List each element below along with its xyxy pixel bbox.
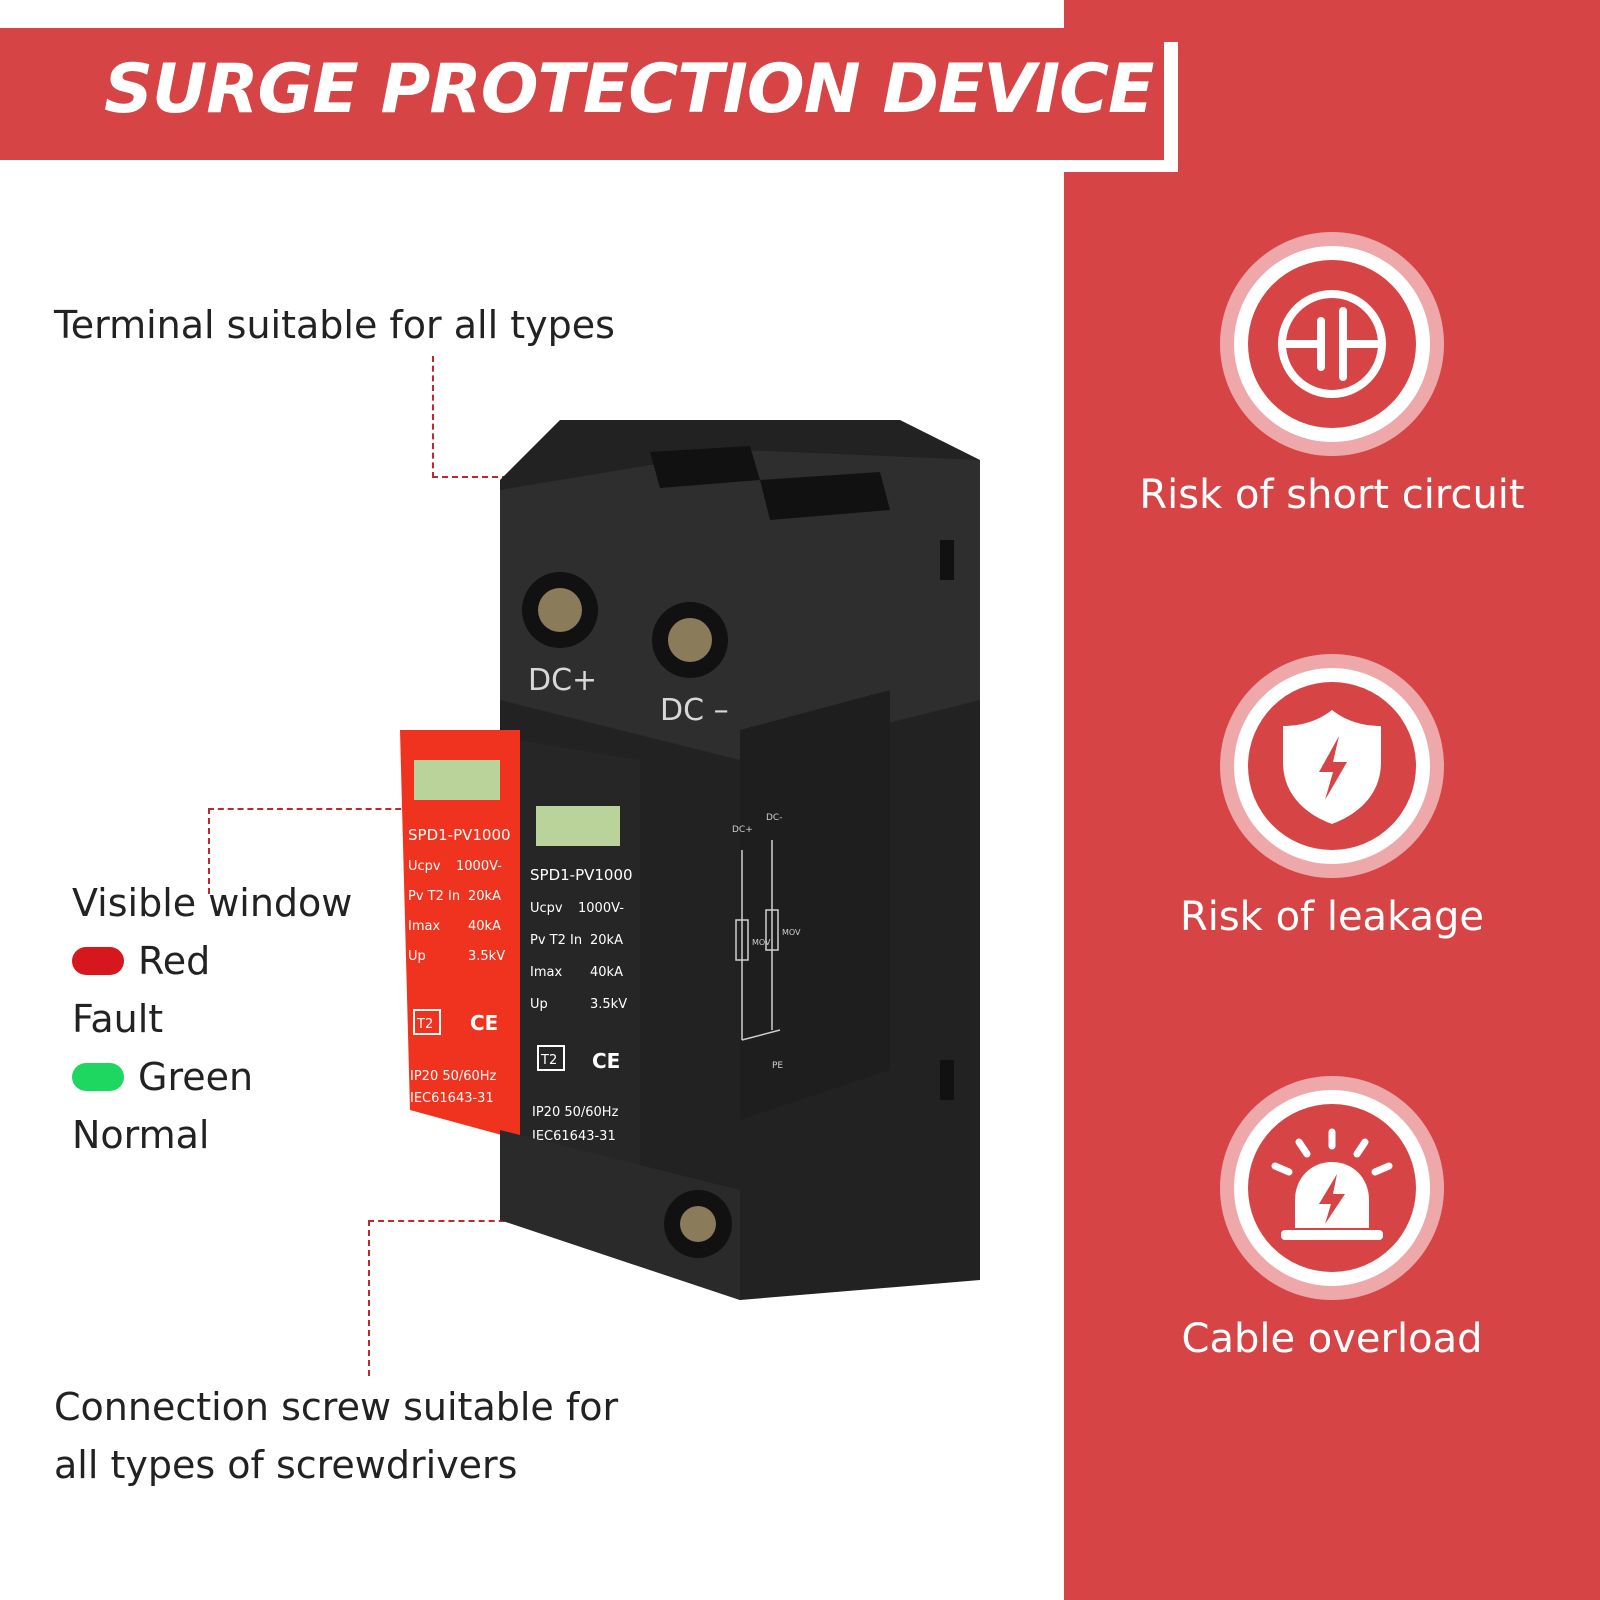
window-callout-title: Visible window: [72, 881, 353, 925]
din-clip-top: [940, 540, 954, 580]
risk-leakage-ring: [1220, 654, 1444, 878]
red-module-window: [414, 760, 500, 800]
red-module-ucpv: 1000V-: [456, 859, 502, 874]
alarm-siren-icon: [1271, 1128, 1393, 1240]
circuit-schematic: [735, 840, 781, 1041]
short-circuit-icon: [1278, 290, 1386, 398]
black-module-up: 3.5kV: [590, 997, 627, 1012]
black-module-in: 20kA: [590, 933, 623, 948]
surge-protector-device: DC+ DC – SPD1-PV1000 Ucpv 1000V- Pv T2 I…: [400, 420, 980, 1300]
red-module-ce: CE: [470, 1011, 498, 1035]
banner-background: [0, 28, 1164, 160]
green-label: Green: [138, 1055, 254, 1099]
red-module-up: 3.5kV: [468, 949, 505, 964]
risk-short-circuit-ring: [1220, 232, 1444, 456]
red-module: [400, 730, 520, 1140]
black-module-imax-label: Imax: [530, 965, 562, 980]
red-module-rating: IP20 50/60Hz: [410, 1069, 497, 1084]
red-module-in: 20kA: [468, 889, 501, 904]
red-module-in-label: Pv T2 In: [408, 889, 460, 904]
terminal-slot-2: [760, 472, 890, 520]
black-module-imax: 40kA: [590, 965, 623, 980]
terminal-block: [500, 450, 980, 760]
red-module-model: SPD1-PV1000: [408, 826, 511, 844]
normal-indicator-row: Green: [72, 1048, 352, 1106]
black-module-class: T2: [540, 1053, 557, 1068]
red-module-imax-label: Imax: [408, 919, 440, 934]
schematic-mov-2: MOV: [782, 928, 801, 937]
red-module-standard: IEC61643-31: [410, 1091, 494, 1106]
normal-label: Normal: [72, 1113, 210, 1157]
red-swatch: [72, 946, 124, 975]
schematic-pe: PE: [772, 1061, 783, 1071]
schematic-dc-plus: DC+: [732, 825, 753, 835]
risk-cable-overload-label: Cable overload: [1181, 1316, 1483, 1362]
black-module-ucpv: 1000V-: [578, 901, 624, 916]
black-module-rating: IP20 50/60Hz: [532, 1105, 619, 1120]
window-callout: Visible window Red Fault Green Normal: [72, 874, 352, 1164]
risk-short-circuit: Risk of short circuit: [1064, 232, 1600, 518]
schematic-mov-1: MOV: [752, 938, 771, 947]
dc-minus-label: DC –: [660, 693, 729, 728]
black-module-model: SPD1-PV1000: [530, 866, 633, 884]
red-module-up-label: Up: [408, 949, 426, 964]
title-banner: SURGE PROTECTION DEVICE: [0, 28, 1178, 172]
side-panel: [740, 690, 890, 1120]
black-module-ucpv-label: Ucpv: [530, 901, 563, 916]
screw-dc-plus-head: [538, 588, 582, 632]
red-module-class: T2: [416, 1017, 433, 1032]
red-module-ucpv-label: Ucpv: [408, 859, 441, 874]
black-module-class-box: [537, 1045, 565, 1071]
page-title: SURGE PROTECTION DEVICE: [104, 50, 1154, 129]
risk-leakage: Risk of leakage: [1064, 654, 1600, 940]
banner-frame-edge: [1164, 42, 1178, 172]
risk-cable-overload: Cable overload: [1064, 1076, 1600, 1362]
dc-plus-label: DC+: [528, 663, 597, 698]
green-swatch: [72, 1062, 124, 1091]
terminal-callout: Terminal suitable for all types: [54, 303, 615, 347]
red-module-imax: 40kA: [468, 919, 501, 934]
banner-frame-bottom: [0, 160, 1178, 172]
fault-indicator-row: Red: [72, 932, 352, 990]
window-leader-line: [208, 808, 480, 894]
black-module-in-label: Pv T2 In: [530, 933, 582, 948]
black-module-up-label: Up: [530, 997, 548, 1012]
din-clip-bottom: [940, 1060, 954, 1100]
black-module-window: [536, 806, 620, 846]
schematic-dc-minus: DC-: [766, 813, 782, 823]
risk-cable-overload-ring: [1220, 1076, 1444, 1300]
black-module-ce: CE: [592, 1049, 620, 1073]
screw-pe-head: [680, 1206, 716, 1242]
bottom-block: [500, 1130, 740, 1300]
red-label: Red: [138, 939, 211, 983]
risk-short-circuit-label: Risk of short circuit: [1139, 472, 1525, 518]
black-module-standard: IEC61643-31: [532, 1129, 616, 1144]
screw-dc-minus-head: [668, 618, 712, 662]
risk-leakage-label: Risk of leakage: [1179, 894, 1485, 940]
screw-callout-line2: all types of screwdrivers: [54, 1443, 518, 1487]
shield-bolt-icon: [1283, 710, 1381, 824]
red-module-class-box: [413, 1009, 441, 1035]
screw-callout: Connection screw suitable for all types …: [54, 1378, 618, 1494]
fault-label: Fault: [72, 997, 164, 1041]
screw-callout-line1: Connection screw suitable for: [54, 1385, 619, 1429]
terminal-slot-1: [650, 446, 760, 488]
